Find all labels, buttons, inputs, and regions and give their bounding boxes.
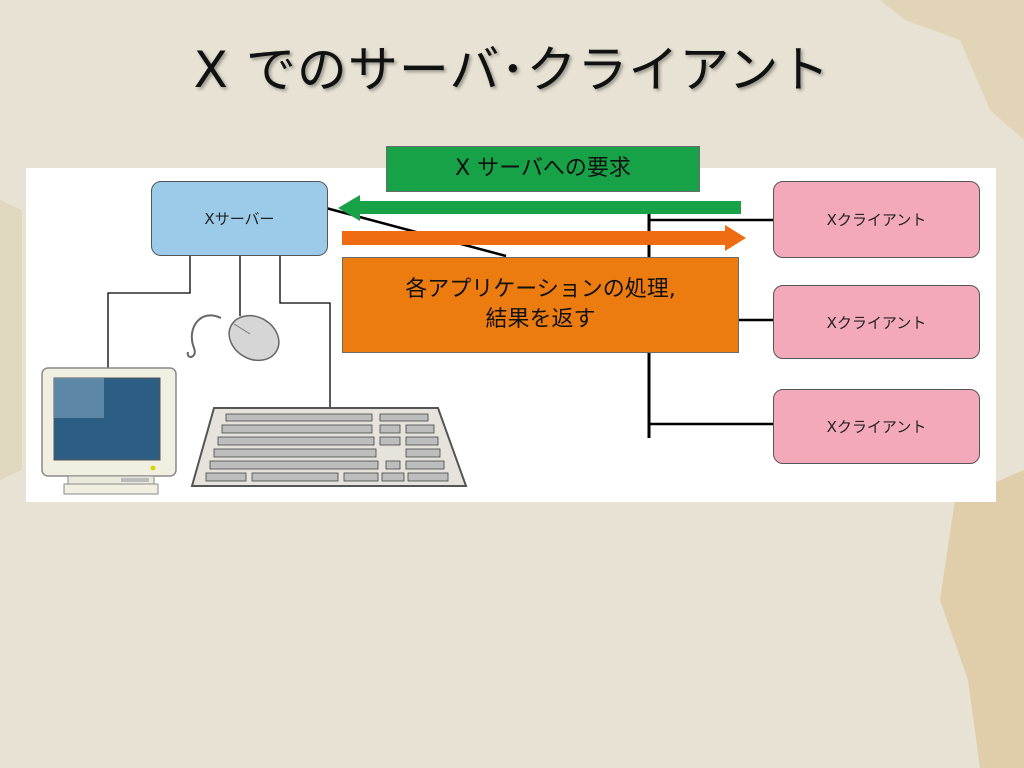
request-label: X サーバへの要求 — [455, 156, 631, 181]
response-label-box: 各アプリケーションの処理, 結果を返す — [342, 257, 739, 353]
x-client-node-2: Xクライアント — [773, 285, 980, 359]
x-server-label: Xサーバー — [204, 210, 275, 228]
monitor-icon — [41, 367, 177, 495]
server-to-keyboard-line — [279, 256, 331, 408]
response-label-line2: 結果を返す — [485, 307, 596, 332]
keyboard-icon — [190, 407, 468, 487]
slide-title: X でのサーバ･クライアント — [193, 41, 831, 99]
x-client-label: Xクライアント — [826, 418, 927, 436]
x-client-label: Xクライアント — [826, 211, 927, 229]
request-label-box: X サーバへの要求 — [386, 146, 700, 192]
mouse-icon — [186, 314, 280, 362]
diagram-panel: Xサーバー Xクライアント Xクライアント Xクライアント X サーバへの要求 … — [26, 146, 996, 502]
request-arrow — [338, 195, 741, 221]
diagram-canvas — [41, 195, 774, 495]
x-client-node-3: Xクライアント — [773, 389, 980, 464]
response-label-line1: 各アプリケーションの処理, — [405, 277, 676, 302]
response-arrow — [342, 225, 746, 251]
x-server-node: Xサーバー — [151, 181, 328, 256]
server-to-monitor-line — [107, 256, 191, 368]
x-client-label: Xクライアント — [826, 313, 927, 332]
connection-lines — [107, 206, 774, 438]
x-client-node-1: Xクライアント — [773, 181, 980, 258]
